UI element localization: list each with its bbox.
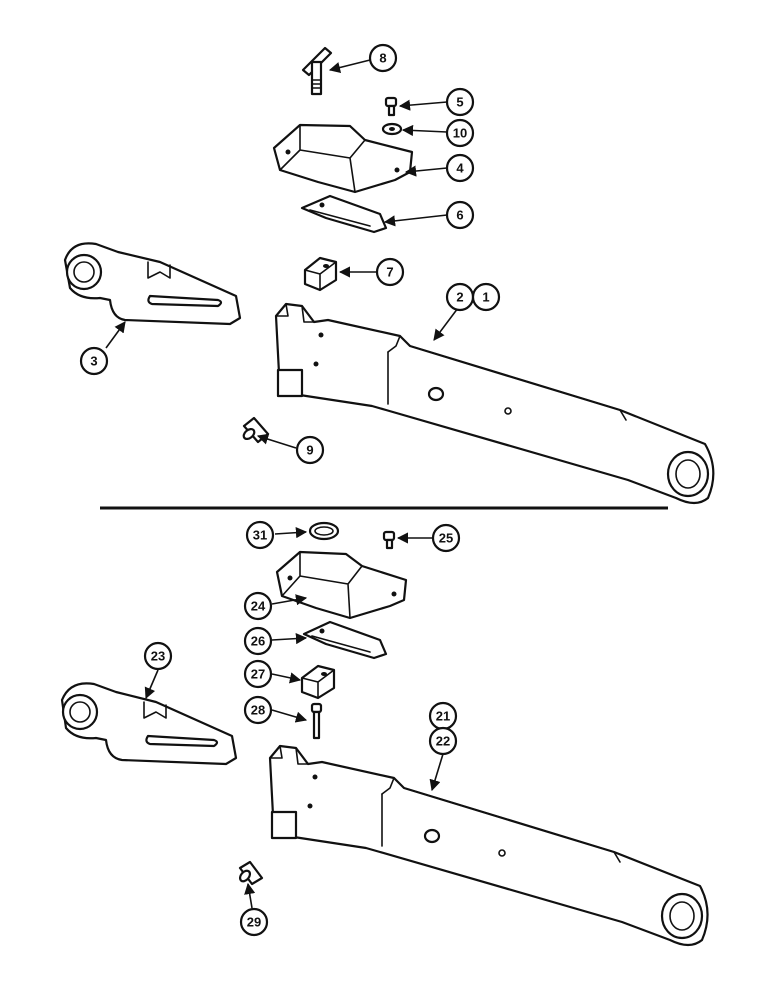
callout-3-label: 3 bbox=[90, 354, 97, 369]
callout-26-label: 26 bbox=[251, 634, 265, 649]
lower-link-arm-lower bbox=[268, 744, 709, 947]
block-lower bbox=[300, 664, 336, 700]
callout-31: 31 bbox=[245, 520, 275, 550]
callout-1: 1 bbox=[471, 282, 501, 312]
callout-22-label: 22 bbox=[436, 734, 450, 749]
callout-23-label: 23 bbox=[151, 649, 165, 664]
t-handle-pin bbox=[301, 46, 333, 96]
leader-lines bbox=[105, 59, 459, 909]
callout-25-label: 25 bbox=[439, 531, 453, 546]
callout-10-label: 10 bbox=[453, 126, 467, 141]
rocker-arm bbox=[63, 242, 242, 326]
lower-link-arm bbox=[274, 302, 715, 505]
callout-1-label: 1 bbox=[482, 290, 489, 305]
callout-21-label: 21 bbox=[436, 709, 450, 724]
long-bolt bbox=[310, 702, 323, 740]
clip bbox=[300, 194, 388, 234]
callout-6-label: 6 bbox=[456, 208, 463, 223]
callout-28: 28 bbox=[243, 695, 273, 725]
callout-6: 6 bbox=[445, 200, 475, 230]
callout-22: 22 bbox=[428, 726, 458, 756]
callout-7-label: 7 bbox=[386, 265, 393, 280]
callout-25: 25 bbox=[431, 523, 461, 553]
callout-9-label: 9 bbox=[306, 443, 313, 458]
callout-23: 23 bbox=[143, 641, 173, 671]
callout-9: 9 bbox=[295, 435, 325, 465]
callout-10: 10 bbox=[445, 118, 475, 148]
bolt-lower bbox=[382, 530, 396, 550]
callout-31-label: 31 bbox=[253, 528, 267, 543]
callout-27: 27 bbox=[243, 659, 273, 689]
washer bbox=[381, 122, 403, 136]
callout-24-label: 24 bbox=[251, 599, 266, 614]
callout-4-label: 4 bbox=[456, 161, 464, 176]
clip-lower bbox=[302, 620, 388, 660]
callout-29-label: 29 bbox=[247, 915, 261, 930]
small-bolt bbox=[384, 96, 398, 117]
block bbox=[303, 256, 338, 292]
callout-8: 8 bbox=[368, 43, 398, 73]
bracket-cover-lower bbox=[275, 550, 408, 620]
callout-2: 2 bbox=[445, 282, 475, 312]
callout-4: 4 bbox=[445, 153, 475, 183]
callout-24: 24 bbox=[243, 591, 273, 621]
callout-5: 5 bbox=[445, 87, 475, 117]
roll-pin-lower bbox=[238, 860, 264, 886]
callout-5-label: 5 bbox=[456, 95, 463, 110]
callout-27-label: 27 bbox=[251, 667, 265, 682]
callout-28-label: 28 bbox=[251, 703, 265, 718]
callout-8-label: 8 bbox=[379, 51, 386, 66]
callout-26: 26 bbox=[243, 626, 273, 656]
rocker-arm-lower bbox=[60, 682, 238, 766]
o-ring bbox=[308, 521, 340, 541]
callout-29: 29 bbox=[239, 907, 269, 937]
callout-3: 3 bbox=[79, 346, 109, 376]
callout-2-label: 2 bbox=[456, 290, 463, 305]
callout-7: 7 bbox=[375, 257, 405, 287]
callout-21: 21 bbox=[428, 701, 458, 731]
